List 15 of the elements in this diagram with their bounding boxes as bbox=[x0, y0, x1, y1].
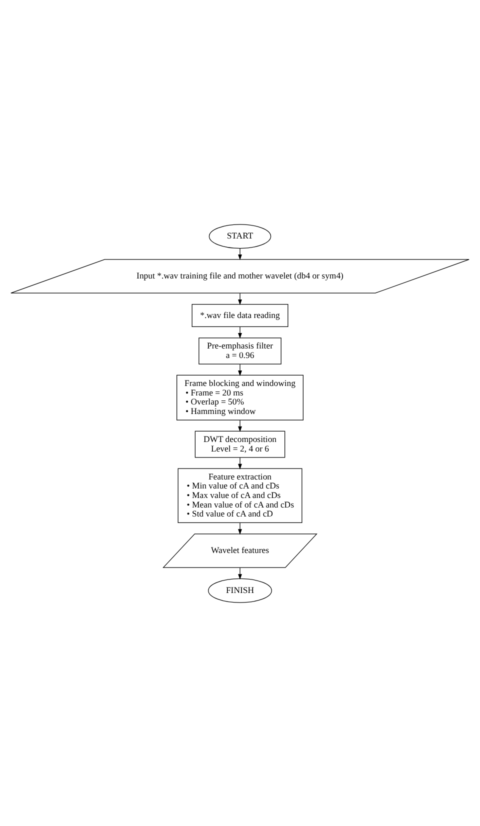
node-box: Frame blocking and windowing • Frame = 20 ms • Overlap = 50% • Hamming window bbox=[176, 374, 304, 420]
arrow bbox=[238, 326, 242, 338]
arrow bbox=[238, 566, 242, 580]
arrow bbox=[238, 292, 242, 305]
node-box: Pre-emphasis filter a = 0.96 bbox=[198, 337, 282, 364]
arrow bbox=[238, 248, 242, 260]
node-box: DWT decomposition Level = 2, 4 or 6 bbox=[194, 430, 286, 458]
arrow bbox=[238, 456, 242, 469]
node-box: Feature extraction • Min value of cA and cDs • Max value of cA and cDs • Mean value of of cA and cDs • Std value of cA and cD bbox=[178, 468, 302, 523]
node-box: *.wav file data reading bbox=[192, 303, 288, 326]
node-ellipse: START bbox=[208, 224, 272, 248]
node-ellipse: FINISH bbox=[208, 578, 272, 602]
arrow bbox=[238, 419, 242, 432]
arrow bbox=[238, 522, 242, 534]
arrow bbox=[238, 363, 242, 376]
